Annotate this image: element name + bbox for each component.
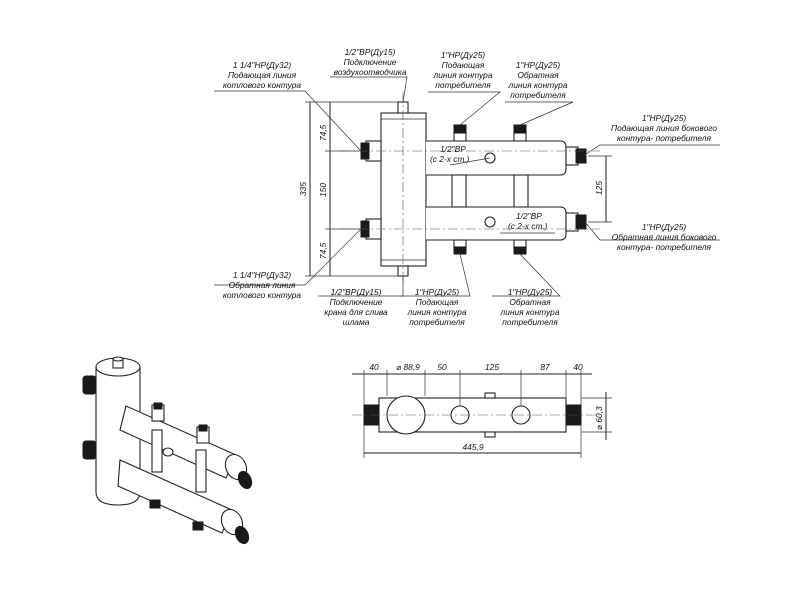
vertical-dimension-chain: 335 74,5 150 74,5 <box>298 101 398 277</box>
svg-text:Подающая: Подающая <box>416 297 459 307</box>
dim-middle: 150 <box>318 183 328 197</box>
callout-drain: 1/2"ВР(Ду15) Подключение крана для слива… <box>324 287 388 327</box>
svg-text:котлового контура: котлового контура <box>223 290 302 300</box>
svg-text:потребителя: потребителя <box>510 90 566 100</box>
svg-text:котлового контура: котлового контура <box>223 80 302 90</box>
side-return-outlet <box>565 212 587 232</box>
svg-text:1/2"ВР(Ду15): 1/2"ВР(Ду15) <box>345 47 396 57</box>
consumer-return-bottom-nozzle <box>513 239 527 255</box>
svg-text:1"НР(Ду25): 1"НР(Ду25) <box>441 50 486 60</box>
plan-view: 40 ⌀ 88,9 50 125 87 40 445,9 ⌀ 60,3 <box>352 362 612 458</box>
svg-text:1"НР(Ду25): 1"НР(Ду25) <box>516 60 561 70</box>
callout-vr-bottom: 1/2"ВР (с 2-х ст.) <box>508 211 548 231</box>
svg-text:Подающая линия бокового: Подающая линия бокового <box>611 123 717 133</box>
callout-supply-side: 1"НР(Ду25) Подающая линия бокового конту… <box>611 113 717 143</box>
svg-text:1"НР(Ду25): 1"НР(Ду25) <box>508 287 553 297</box>
svg-text:Обратная линия: Обратная линия <box>229 280 296 290</box>
dim-plan-87: 87 <box>540 362 550 372</box>
side-supply-outlet <box>565 146 587 166</box>
dim-bottom-offset: 74,5 <box>318 242 328 259</box>
svg-text:1/2"ВР: 1/2"ВР <box>440 144 466 154</box>
svg-text:линия контура: линия контура <box>407 307 467 317</box>
svg-text:Подключение: Подключение <box>344 57 397 67</box>
svg-text:линия контура: линия контура <box>500 307 560 317</box>
svg-text:контура- потребителя: контура- потребителя <box>617 242 712 252</box>
dim-overall-height: 335 <box>298 182 308 196</box>
callout-vr-top: 1/2"ВР (с 2-х ст.) <box>430 144 470 164</box>
callout-return-consumer-bottom: 1"НР(Ду25) Обратная линия контура потреб… <box>500 287 560 327</box>
consumer-supply-bottom-nozzle <box>453 239 467 255</box>
dim-plan-50: 50 <box>437 362 447 372</box>
svg-text:(с 2-х ст.): (с 2-х ст.) <box>430 154 470 164</box>
svg-text:контура- потребителя: контура- потребителя <box>617 133 712 143</box>
callout-supply-boiler: 1 1/4"НР(Ду32) Подающая линия котлового … <box>223 60 302 90</box>
front-view: 335 74,5 150 74,5 125 <box>214 47 720 327</box>
svg-text:1"НР(Ду25): 1"НР(Ду25) <box>415 287 460 297</box>
callout-air-vent: 1/2"ВР(Ду15) Подключение воздухоотводчик… <box>334 47 407 77</box>
svg-text:Подающая линия: Подающая линия <box>228 70 297 80</box>
svg-text:1"НР(Ду25): 1"НР(Ду25) <box>642 222 687 232</box>
svg-text:Подключение: Подключение <box>330 297 383 307</box>
consumer-supply-top-nozzle <box>453 124 467 142</box>
svg-text:1 1/4"НР(Ду32): 1 1/4"НР(Ду32) <box>233 270 292 280</box>
dim-plan-40-right: 40 <box>573 362 583 372</box>
svg-text:Подающая: Подающая <box>442 60 485 70</box>
leader-lines <box>214 76 720 297</box>
svg-text:1/2"ВР: 1/2"ВР <box>516 211 542 221</box>
svg-text:(с 2-х ст.): (с 2-х ст.) <box>508 221 548 231</box>
dim-side-spacing: 125 <box>594 181 604 195</box>
svg-text:1"НР(Ду25): 1"НР(Ду25) <box>642 113 687 123</box>
vr-port-bottom <box>484 216 496 228</box>
svg-text:1 1/4"НР(Ду32): 1 1/4"НР(Ду32) <box>233 60 292 70</box>
dim-top-offset: 74,5 <box>318 124 328 141</box>
svg-text:воздухоотводчика: воздухоотводчика <box>334 67 407 77</box>
side-spacing-dimension: 125 <box>588 155 612 223</box>
iso-lower-manifold <box>117 459 233 534</box>
svg-text:линия контура: линия контура <box>433 70 493 80</box>
callout-return-consumer-top: 1"НР(Ду25) Обратная линия контура потреб… <box>508 60 568 100</box>
svg-text:Обратная: Обратная <box>509 297 551 307</box>
svg-text:Обратная: Обратная <box>517 70 559 80</box>
callout-return-side: 1"НР(Ду25) Обратная линия бокового конту… <box>612 222 717 252</box>
separator-column <box>380 112 427 267</box>
dim-plan-40-left: 40 <box>369 362 379 372</box>
svg-text:Обратная линия бокового: Обратная линия бокового <box>612 232 717 242</box>
svg-text:потребителя: потребителя <box>502 317 558 327</box>
dim-plan-total: 445,9 <box>463 442 484 452</box>
dim-plan-pipe-diameter: ⌀ 60,3 <box>594 406 604 430</box>
callout-supply-consumer: 1"НР(Ду25) Подающая линия контура потреб… <box>433 50 493 90</box>
svg-text:крана для слива: крана для слива <box>324 307 388 317</box>
callout-return-boiler: 1 1/4"НР(Ду32) Обратная линия котлового … <box>223 270 302 300</box>
dim-plan-125: 125 <box>485 362 499 372</box>
isometric-view <box>82 356 253 545</box>
svg-text:линия контура: линия контура <box>508 80 568 90</box>
dim-plan-diameter: ⌀ 88,9 <box>396 362 420 372</box>
svg-text:шлама: шлама <box>343 317 370 327</box>
svg-text:потребителя: потребителя <box>409 317 465 327</box>
callout-supply-consumer-bottom: 1"НР(Ду25) Подающая линия контура потреб… <box>407 287 467 327</box>
consumer-return-top-nozzle <box>513 124 527 142</box>
svg-text:потребителя: потребителя <box>435 80 491 90</box>
svg-text:1/2"ВР(Ду15): 1/2"ВР(Ду15) <box>331 287 382 297</box>
